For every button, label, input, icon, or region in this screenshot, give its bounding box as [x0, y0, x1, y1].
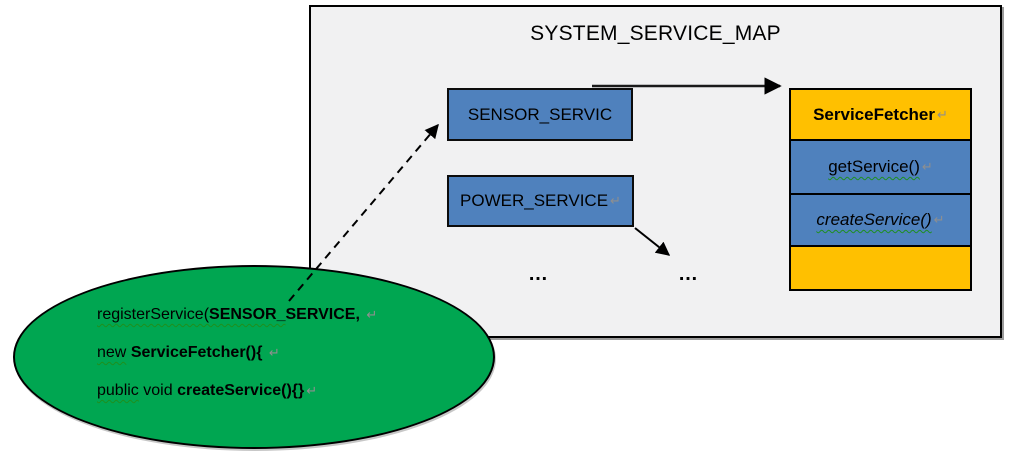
- code-line: new ServiceFetcher(){ ↵: [97, 334, 457, 372]
- pilcrow-mark: ↵: [306, 383, 318, 398]
- pilcrow-mark: ↵: [937, 106, 948, 122]
- code-lines: registerService(SENSOR_SERVICE, ↵new Ser…: [97, 296, 457, 410]
- code-segment: ServiceFetcher(){: [130, 344, 263, 361]
- pilcrow-mark: ↵: [610, 193, 621, 208]
- service-fetcher-label: ServiceFetcher: [813, 104, 935, 124]
- power-service-label: POWER_SERVICE: [460, 191, 609, 210]
- code-line: public void createService(){}↵: [97, 372, 457, 410]
- code-segment: new: [97, 344, 127, 361]
- create-service-label: createService(): [816, 210, 932, 229]
- map-title: SYSTEM_SERVICE_MAP: [530, 22, 781, 45]
- pilcrow-mark: ↵: [366, 307, 378, 322]
- service-fetcher-table: ServiceFetcher↵ getService()↵ createServ…: [789, 88, 972, 291]
- code-segment: registerService(: [97, 306, 210, 323]
- code-segment: [262, 344, 266, 361]
- code-segment: void: [138, 382, 178, 399]
- code-segment: SENSOR_: [209, 306, 286, 323]
- sensor-service-label: SENSOR_SERVIC: [467, 104, 613, 124]
- code-segment: createService(){}: [177, 382, 305, 399]
- create-service-cell: createService()↵: [791, 193, 970, 245]
- pilcrow-mark: ↵: [933, 212, 945, 227]
- code-segment: [360, 306, 364, 323]
- service-fetcher-header-cell: ServiceFetcher↵: [791, 90, 970, 139]
- power-service-box: POWER_SERVICE↵: [447, 175, 634, 227]
- ellipsis-left: …: [528, 263, 549, 285]
- ellipsis-right: …: [678, 263, 699, 285]
- empty-footer-cell: [791, 245, 970, 289]
- pilcrow-mark: ↵: [268, 345, 280, 360]
- code-segment: public: [97, 382, 139, 399]
- get-service-cell: getService()↵: [791, 139, 970, 193]
- code-line: registerService(SENSOR_SERVICE, ↵: [97, 296, 457, 334]
- pilcrow-mark: ↵: [921, 159, 933, 174]
- code-segment: SERVICE,: [285, 306, 360, 323]
- get-service-label: getService(): [828, 157, 920, 176]
- sensor-service-box: SENSOR_SERVIC: [447, 88, 633, 141]
